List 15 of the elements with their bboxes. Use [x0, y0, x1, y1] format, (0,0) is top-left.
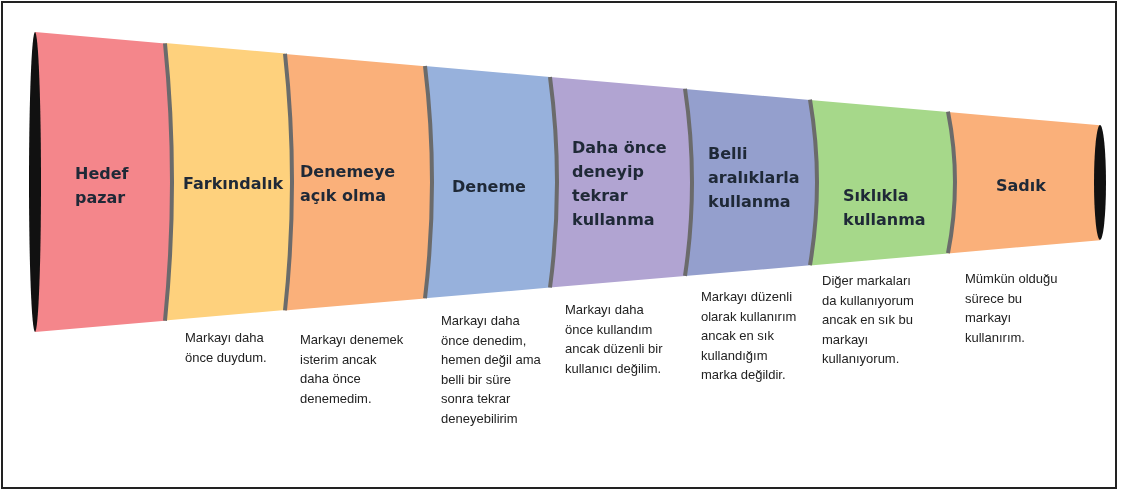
stage-description: Markayı düzenli olarak kullanırım ancak en sık kullandığım marka değildir. — [701, 288, 798, 384]
stage-label: Hedef pazar — [75, 163, 130, 209]
stage-label: Sadık — [996, 175, 1047, 197]
stage-label: Daha önce deneyip tekrar kullanma — [572, 137, 668, 231]
stage-label: Belli aralıklarla kullanma — [708, 143, 801, 213]
stage-description: Diğer markaları da kullanıyorum ancak en sık bu markayı kullanıyorum. — [822, 272, 915, 368]
stage-label: Denemeye açık olma — [300, 161, 397, 207]
stage-description: Mümkün olduğu sürece bu markayı kullanırım. — [965, 270, 1059, 347]
stage-label: Farkındalık — [183, 173, 281, 195]
stage-description: Markayı denemek isterim ancak daha önce denemedim. — [300, 331, 404, 408]
stage-description: Markayı daha önce duydum. — [185, 329, 268, 367]
stage-description: Markayı daha önce denedim, hemen değil ama belli bir süre sonra tekrar deneyebilirim — [441, 312, 542, 428]
stage-label: Sıklıkla kullanma — [843, 185, 927, 231]
stage-label: Deneme — [452, 176, 527, 198]
stage-description: Markayı daha önce kullandım ancak düzenli bir kullanıcı değilim. — [565, 301, 664, 378]
